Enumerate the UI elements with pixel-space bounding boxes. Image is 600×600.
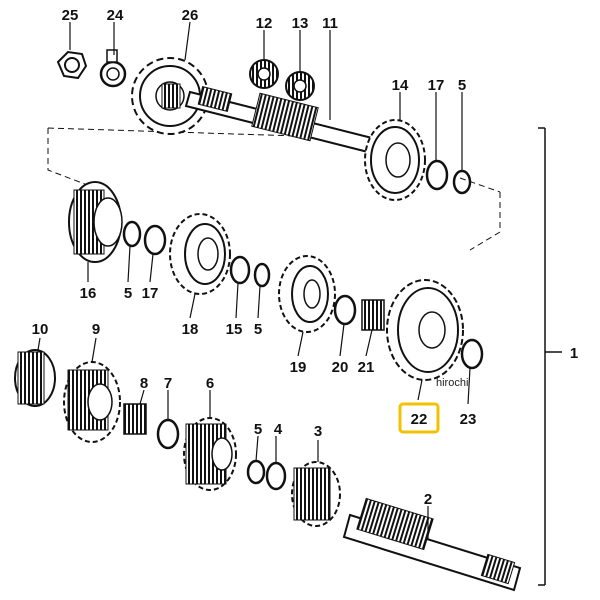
label-9: 9	[92, 321, 100, 338]
gear-6	[183, 417, 237, 491]
label-23: 23	[460, 411, 477, 428]
label-5-top: 5	[458, 77, 466, 94]
washer-17-row2	[143, 224, 167, 256]
part-labels: 25 24 26 12 13 11 14 17 5 16 5 17 18 15 …	[32, 7, 579, 508]
label-21: 21	[358, 359, 375, 376]
gear-14	[364, 119, 426, 201]
label-25: 25	[62, 7, 79, 24]
washer-23	[460, 338, 484, 370]
label-5-row2: 5	[124, 285, 132, 302]
label-19: 19	[290, 359, 307, 376]
gear-9	[63, 361, 121, 443]
label-17-top: 17	[428, 77, 445, 94]
label-6: 6	[206, 375, 214, 392]
label-24: 24	[107, 7, 124, 24]
washer-20	[333, 294, 357, 326]
washer-7	[156, 418, 180, 450]
countershaft-11	[184, 86, 374, 154]
label-1: 1	[570, 345, 578, 362]
washer-17-top	[425, 159, 449, 191]
label-22: 22	[411, 411, 428, 428]
washer-15	[229, 255, 251, 285]
gear-16	[68, 181, 123, 263]
circlip-5-row2b	[253, 262, 271, 288]
gear-3	[291, 461, 341, 527]
washer-5-row2	[122, 220, 142, 248]
label-18: 18	[182, 321, 199, 338]
label-5-row3: 5	[254, 421, 262, 438]
lock-washer-24	[99, 49, 127, 88]
label-11: 11	[322, 15, 338, 32]
sprocket-26	[131, 57, 209, 135]
circlip-5-row3	[246, 459, 266, 485]
nut-25	[56, 50, 88, 80]
label-8: 8	[140, 375, 148, 392]
label-13: 13	[292, 15, 309, 32]
group-bracket	[538, 127, 562, 586]
label-17-row2: 17	[142, 285, 159, 302]
washer-4	[265, 461, 287, 491]
needle-bearing-12	[249, 59, 279, 89]
label-2: 2	[424, 491, 432, 508]
gear-10	[14, 349, 56, 407]
label-26: 26	[182, 7, 199, 24]
highlight-box-22	[398, 402, 440, 434]
label-15: 15	[226, 321, 243, 338]
circlip-5-top	[452, 169, 472, 195]
label-7: 7	[164, 375, 172, 392]
label-12: 12	[256, 15, 273, 32]
leader-lines	[37, 21, 471, 540]
needle-bearing-21	[361, 299, 385, 331]
label-20: 20	[332, 359, 349, 376]
needle-bearing-8	[123, 403, 147, 435]
mainshaft-2	[342, 497, 522, 592]
label-3: 3	[314, 423, 322, 440]
label-5-row2b: 5	[254, 321, 262, 338]
needle-bearing-13	[285, 71, 315, 101]
watermark: hirochi	[436, 377, 468, 389]
label-4: 4	[274, 421, 283, 438]
label-14: 14	[392, 77, 409, 94]
label-16: 16	[80, 285, 97, 302]
label-10: 10	[32, 321, 49, 338]
gear-19	[278, 255, 336, 333]
gear-18	[169, 213, 231, 295]
gear-22	[386, 279, 464, 381]
